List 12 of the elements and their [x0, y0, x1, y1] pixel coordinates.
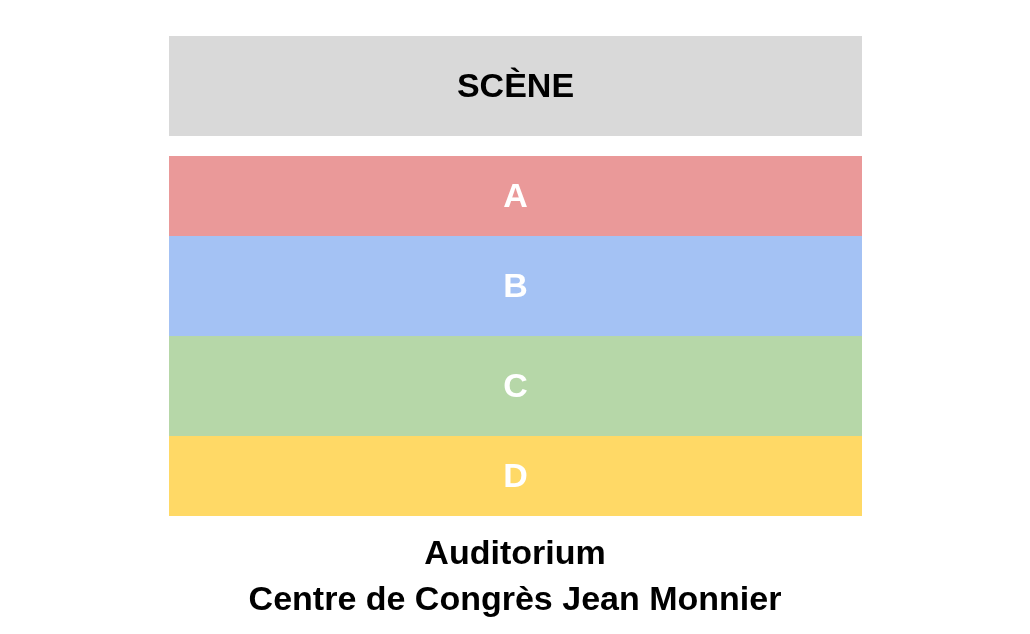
section-label: A [503, 177, 528, 215]
stage-label: SCÈNE [456, 67, 575, 105]
stage-area [169, 36, 862, 136]
section-label: C [503, 367, 528, 405]
section-label: B [503, 267, 528, 305]
section-label: D [503, 457, 528, 495]
seating-section [169, 156, 862, 236]
seating-section [169, 336, 862, 436]
venue-name: Centre de Congrès Jean Monnier [248, 580, 782, 618]
seating-section [169, 236, 862, 336]
seating-section [169, 436, 862, 516]
venue-room-name: Auditorium [424, 534, 606, 572]
